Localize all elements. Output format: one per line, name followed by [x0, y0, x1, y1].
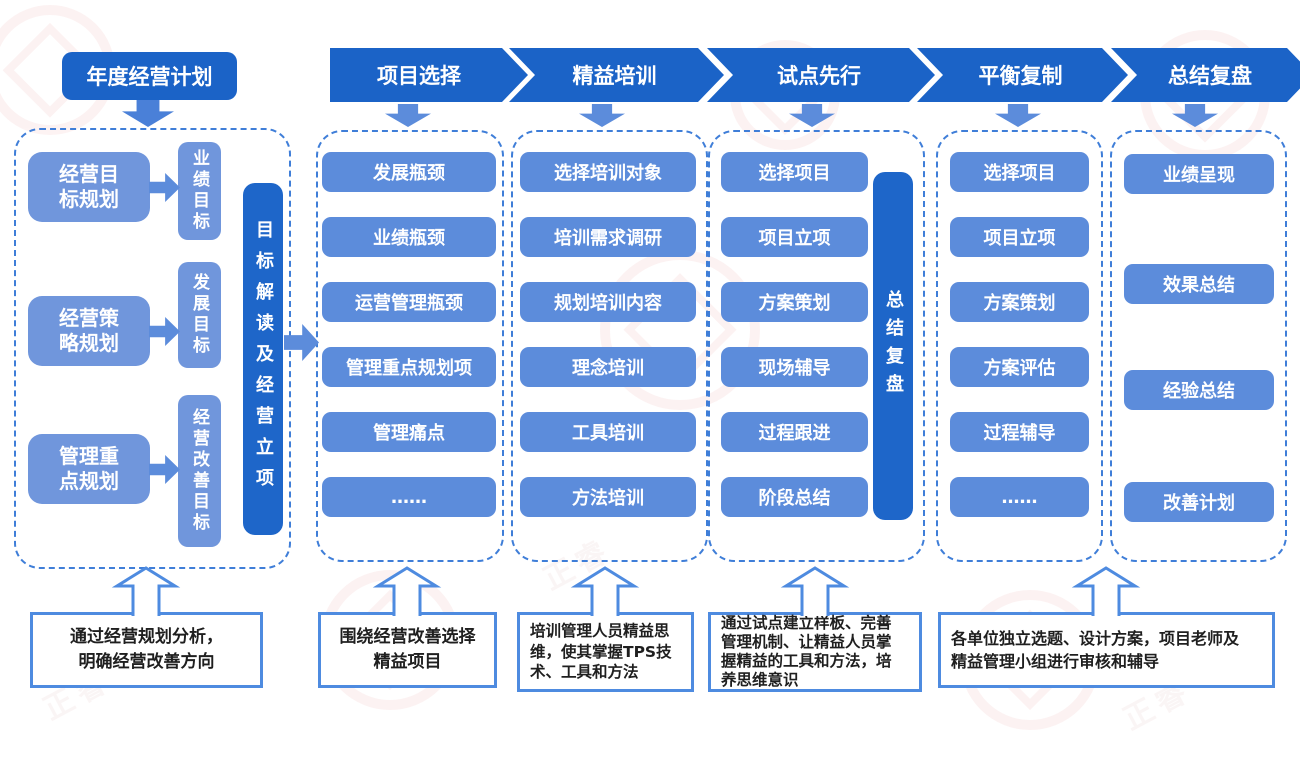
performance-goal-box: 业绩目标	[178, 142, 221, 240]
stage3-container: 选择培训对象 培训需求调研 规划培训内容 理念培训 工具培训 方法培训	[511, 130, 708, 562]
stage-item: 项目立项	[721, 217, 868, 257]
stage-item: 过程辅导	[950, 412, 1089, 452]
stage-item: ……	[322, 477, 496, 517]
development-goal-box: 发展目标	[178, 262, 221, 368]
stage-item: 方法培训	[520, 477, 696, 517]
stage5-container: 选择项目 项目立项 方案策划 方案评估 过程辅导 ……	[936, 130, 1103, 562]
stage5-caption-box: 各单位独立选题、设计方案，项目老师及 精益管理小组进行审核和辅导	[938, 612, 1275, 688]
stage-item: 过程跟进	[721, 412, 868, 452]
plan-down-arrow-icon	[122, 100, 174, 127]
stage-item: 选择项目	[721, 152, 868, 192]
pilot-summary-bar: 总结复盘	[873, 172, 913, 520]
stage-item: 现场辅导	[721, 347, 868, 387]
stage-item: 发展瓶颈	[322, 152, 496, 192]
stage-item: 理念培训	[520, 347, 696, 387]
stage-item: 管理重点规划项	[322, 347, 496, 387]
stage-item: 项目立项	[950, 217, 1089, 257]
stage3-caption-box: 培训管理人员精益思 维，使其掌握TPS技 术、工具和方法	[517, 612, 694, 692]
stage4-container: 选择项目 项目立项 方案策划 现场辅导 过程跟进 阶段总结 总结复盘	[708, 130, 925, 562]
stage-item: 阶段总结	[721, 477, 868, 517]
stage-item: 效果总结	[1124, 264, 1274, 304]
stage4-caption-box: 通过试点建立样板、完善 管理机制、让精益人员掌 握精益的工具和方法，培 养思维意…	[708, 612, 922, 692]
header-down-arrow-icon	[385, 104, 431, 127]
stage-item: ……	[950, 477, 1089, 517]
stage-item: 选择项目	[950, 152, 1089, 192]
stage-item: 工具培训	[520, 412, 696, 452]
stage1-caption-box: 通过经营规划分析， 明确经营改善方向	[30, 612, 263, 688]
header-down-arrow-icon	[995, 104, 1041, 127]
stage-header-balanced-replication: 平衡复制	[917, 48, 1128, 102]
stage-header-lean-training: 精益培训	[509, 48, 724, 102]
strategy-planning-box: 经营策 略规划	[28, 296, 150, 366]
stage2-caption-box: 围绕经营改善选择 精益项目	[318, 612, 497, 688]
stage-header-project-selection: 项目选择	[330, 48, 528, 102]
stage-item: 改善计划	[1124, 482, 1274, 522]
key-management-planning-box: 管理重 点规划	[28, 434, 150, 504]
stage-item: 选择培训对象	[520, 152, 696, 192]
flow-up-arrow-icon	[111, 566, 181, 616]
flow-up-arrow-icon	[372, 566, 442, 616]
stage-item: 经验总结	[1124, 370, 1274, 410]
flow-up-arrow-icon	[570, 566, 640, 616]
stage6-container: 业绩呈现 效果总结 经验总结 改善计划	[1110, 130, 1287, 562]
stage-item: 方案评估	[950, 347, 1089, 387]
stage2-container: 发展瓶颈 业绩瓶颈 运营管理瓶颈 管理重点规划项 管理痛点 ……	[316, 130, 504, 562]
stage-item: 规划培训内容	[520, 282, 696, 322]
flow-up-arrow-icon	[780, 566, 850, 616]
stage-item: 业绩瓶颈	[322, 217, 496, 257]
annual-plan-box: 年度经营计划	[62, 52, 237, 100]
stage-item: 业绩呈现	[1124, 154, 1274, 194]
stage-header-pilot-first: 试点先行	[707, 48, 935, 102]
header-down-arrow-icon	[579, 104, 625, 127]
stage-item: 运营管理瓶颈	[322, 282, 496, 322]
stage-item: 管理痛点	[322, 412, 496, 452]
goal-planning-box: 经营目 标规划	[28, 152, 150, 222]
stage-item: 培训需求调研	[520, 217, 696, 257]
stage-header-summary-review: 总结复盘	[1111, 48, 1300, 102]
stage-item: 方案策划	[721, 282, 868, 322]
improvement-goal-box: 经营改善目标	[178, 395, 221, 547]
stage-item: 方案策划	[950, 282, 1089, 322]
goal-interpretation-bar: 目标解读及经营立项	[243, 183, 283, 535]
flow-up-arrow-icon	[1071, 566, 1141, 616]
